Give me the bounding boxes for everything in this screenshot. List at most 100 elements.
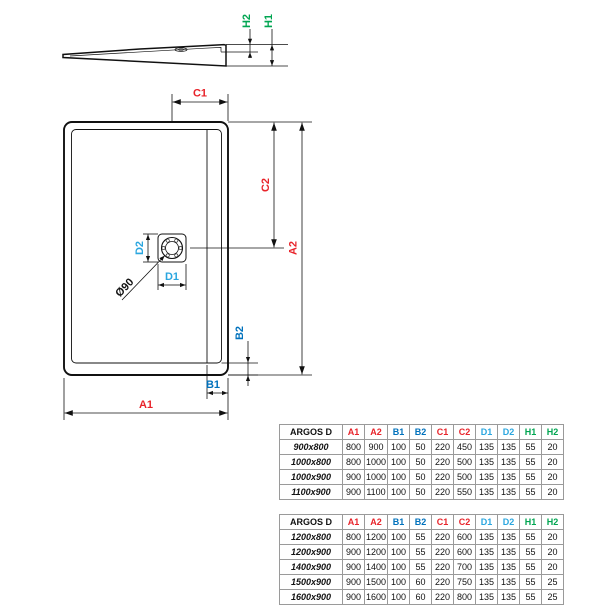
b1-label: B1 <box>206 379 220 391</box>
value-cell: 900 <box>363 439 389 455</box>
value-cell: 1200 <box>363 544 389 560</box>
value-cell: 600 <box>453 529 477 545</box>
model-cell: 1500x900 <box>279 574 343 590</box>
value-cell: 1500 <box>363 574 389 590</box>
value-cell: 135 <box>497 439 521 455</box>
value-cell: 135 <box>497 574 521 590</box>
col-header-h2: H2 <box>541 424 565 440</box>
model-cell: 1600x900 <box>279 589 343 605</box>
value-cell: 500 <box>453 469 477 485</box>
b2-label: B2 <box>234 326 246 340</box>
value-cell: 135 <box>475 529 499 545</box>
model-cell: 1400x900 <box>279 559 343 575</box>
d2-label: D2 <box>134 241 146 255</box>
value-cell: 55 <box>409 559 433 575</box>
col-header-d2: D2 <box>497 424 521 440</box>
value-cell: 220 <box>431 574 455 590</box>
h2-label: H2 <box>241 14 253 28</box>
value-cell: 135 <box>497 529 521 545</box>
col-header-a1: A1 <box>342 514 365 530</box>
value-cell: 135 <box>475 469 499 485</box>
c2-label: C2 <box>260 178 272 192</box>
profile-inner-surface <box>69 47 222 57</box>
model-cell: 1000x800 <box>279 454 343 470</box>
table-title: ARGOS D <box>279 424 343 440</box>
col-header-d2: D2 <box>497 514 521 530</box>
model-cell: 1200x800 <box>279 529 343 545</box>
value-cell: 135 <box>497 589 521 605</box>
drain-diameter-callout <box>121 255 165 301</box>
value-cell: 220 <box>431 484 455 500</box>
value-cell: 55 <box>519 559 543 575</box>
value-cell: 900 <box>342 544 365 560</box>
col-header-b2: B2 <box>409 514 433 530</box>
col-header-c2: C2 <box>453 424 477 440</box>
col-header-d1: D1 <box>475 514 499 530</box>
tray-outer-edge <box>63 121 229 376</box>
value-cell: 55 <box>519 439 543 455</box>
value-cell: 100 <box>387 559 411 575</box>
dim-b1 <box>206 365 229 420</box>
drain-bolt <box>165 238 170 243</box>
dim-b2 <box>221 341 258 386</box>
col-header-h2: H2 <box>541 514 565 530</box>
h1-label: H1 <box>263 14 275 28</box>
value-cell: 220 <box>431 559 455 575</box>
col-header-c1: C1 <box>431 514 455 530</box>
d1-label: D1 <box>165 271 179 283</box>
col-header-c1: C1 <box>431 424 455 440</box>
profile-outline <box>62 43 227 67</box>
value-cell: 100 <box>387 439 411 455</box>
value-cell: 55 <box>519 574 543 590</box>
value-cell: 800 <box>453 589 477 605</box>
value-cell: 50 <box>409 454 433 470</box>
value-cell: 100 <box>387 469 411 485</box>
a2-label: A2 <box>288 241 300 255</box>
col-header-h1: H1 <box>519 424 543 440</box>
value-cell: 20 <box>541 439 565 455</box>
value-cell: 220 <box>431 454 455 470</box>
value-cell: 100 <box>387 544 411 560</box>
drain-bolt <box>178 246 183 250</box>
drain-circle-inner <box>165 241 179 255</box>
value-cell: 900 <box>342 484 365 500</box>
value-cell: 55 <box>519 544 543 560</box>
value-cell: 800 <box>342 439 365 455</box>
value-cell: 60 <box>409 589 433 605</box>
value-cell: 1000 <box>363 454 389 470</box>
value-cell: 450 <box>453 439 477 455</box>
value-cell: 135 <box>475 544 499 560</box>
col-header-b2: B2 <box>409 424 433 440</box>
value-cell: 135 <box>497 544 521 560</box>
profile-drain <box>174 47 188 52</box>
value-cell: 1400 <box>363 559 389 575</box>
value-cell: 220 <box>431 469 455 485</box>
value-cell: 220 <box>431 589 455 605</box>
value-cell: 55 <box>409 544 433 560</box>
value-cell: 220 <box>431 544 455 560</box>
value-cell: 135 <box>497 469 521 485</box>
value-cell: 800 <box>342 454 365 470</box>
value-cell: 50 <box>409 439 433 455</box>
value-cell: 900 <box>342 574 365 590</box>
value-cell: 135 <box>497 559 521 575</box>
value-cell: 20 <box>541 559 565 575</box>
drain-bolt <box>174 253 179 258</box>
a1-label: A1 <box>139 399 153 411</box>
value-cell: 55 <box>519 589 543 605</box>
model-cell: 1000x900 <box>279 469 343 485</box>
c1-label: C1 <box>193 88 207 100</box>
drain-assembly <box>157 233 187 263</box>
value-cell: 1000 <box>363 469 389 485</box>
dim-d2 <box>143 233 158 263</box>
model-cell: 900x800 <box>279 439 343 455</box>
